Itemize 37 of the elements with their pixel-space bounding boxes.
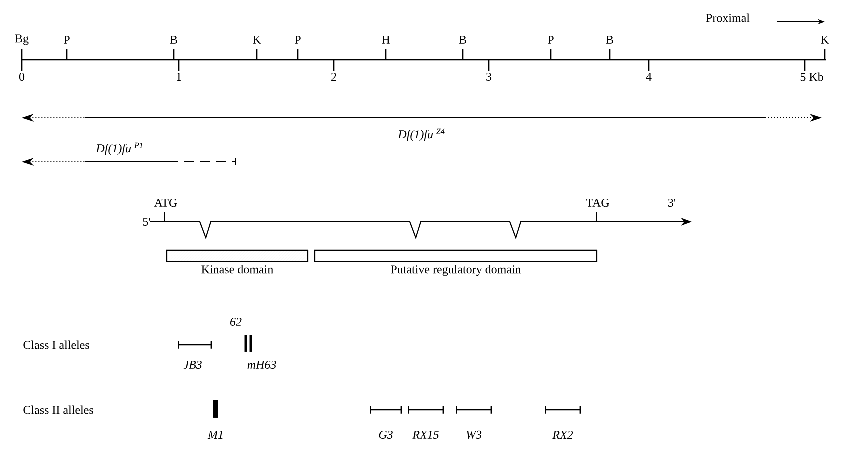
scale-number: 3 bbox=[486, 72, 492, 82]
codon-label: ATG bbox=[154, 198, 178, 207]
restriction-site-label: Bg bbox=[15, 34, 29, 46]
scale-number: 2 bbox=[332, 73, 336, 81]
node-label: Putative regulatory domain bbox=[391, 265, 522, 276]
end-label: 5' bbox=[143, 218, 150, 226]
restriction-site-label: K bbox=[253, 36, 262, 44]
row-label: Class I alleles bbox=[24, 340, 90, 350]
restriction-site-label: H bbox=[382, 36, 390, 44]
allele-label: W3 bbox=[466, 430, 482, 440]
deletion-label: Df(1)fu $^{Z4}$ bbox=[398, 128, 445, 142]
restriction-site-label: B bbox=[459, 36, 466, 44]
deletion-label: Df(1)fu $^{P1}$ bbox=[96, 142, 143, 156]
end-label: 3' bbox=[668, 198, 676, 207]
scale-number: 1 bbox=[177, 73, 182, 81]
scale-number: 0 bbox=[19, 72, 25, 82]
allele-label: RX2 bbox=[552, 431, 574, 439]
restriction-site-label: P bbox=[64, 36, 70, 44]
restriction-site-label: B bbox=[606, 36, 614, 44]
direction-label: Proximal bbox=[706, 14, 750, 22]
domain-box: Putative regulatory domain bbox=[314, 250, 598, 276]
row-label: Class II alleles bbox=[24, 406, 94, 414]
scale-number: 5 Kb bbox=[800, 72, 824, 82]
domain-box: Kinase domain bbox=[166, 250, 309, 274]
allele-label: mH63 bbox=[248, 360, 276, 369]
codon-label: TAG bbox=[586, 198, 610, 207]
node-label: Kinase domain bbox=[202, 265, 274, 274]
restriction-site-label: K bbox=[821, 36, 830, 44]
allele-label: RX15 bbox=[412, 430, 439, 439]
scale-number: 4 bbox=[646, 73, 652, 81]
restriction-site-label: P bbox=[295, 36, 301, 44]
allele-label: G3 bbox=[379, 430, 393, 439]
allele-label: 62 bbox=[230, 318, 242, 326]
allele-label: JB3 bbox=[184, 360, 202, 369]
restriction-site-label: B bbox=[170, 36, 178, 44]
allele-label: M1 bbox=[208, 431, 223, 439]
restriction-site-label: P bbox=[548, 36, 554, 44]
